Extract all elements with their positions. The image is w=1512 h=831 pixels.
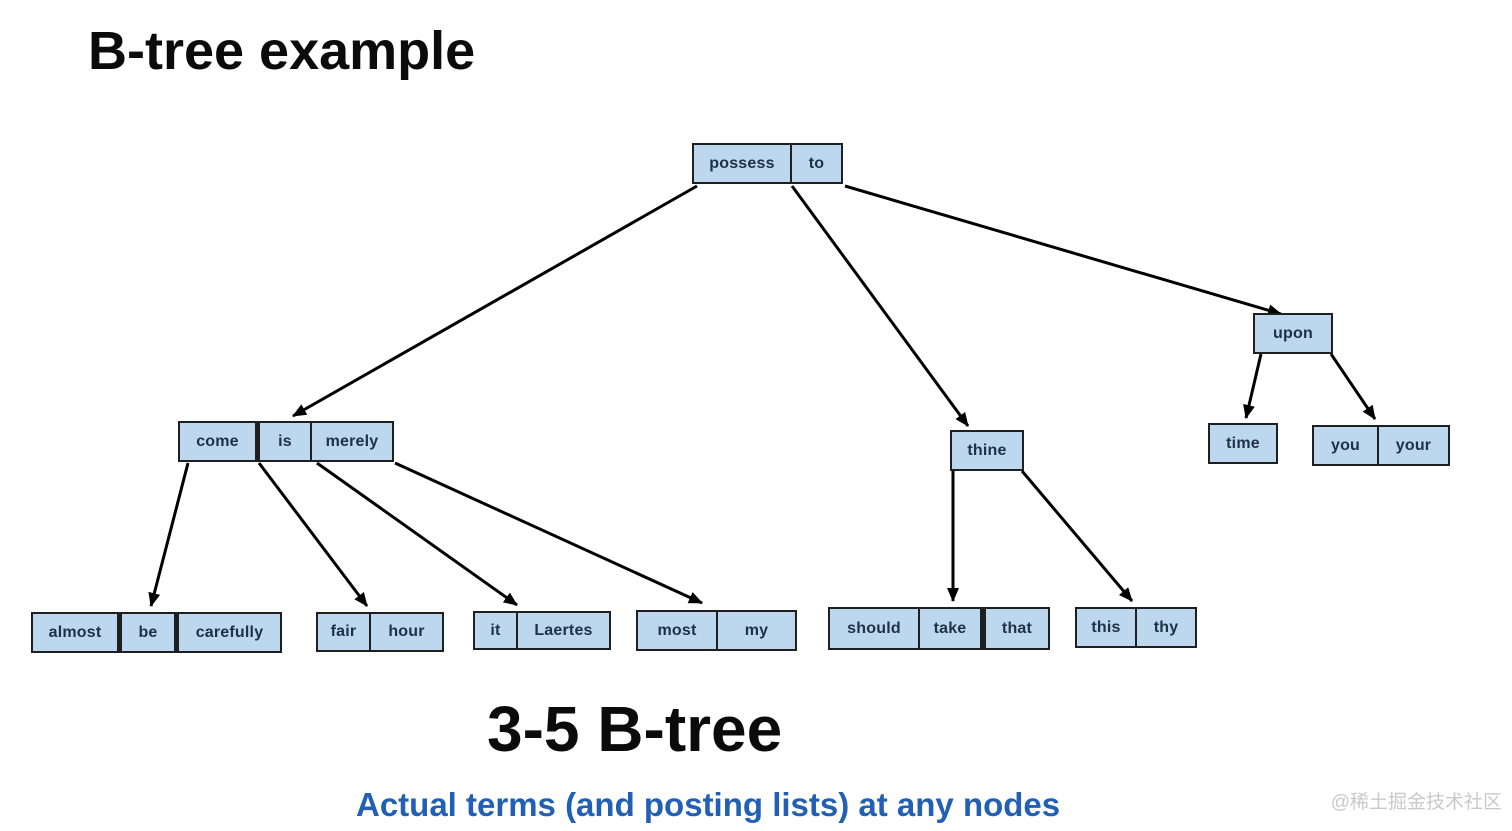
- node-it-laertes: it Laertes: [473, 611, 611, 650]
- key-cell: merely: [310, 423, 392, 460]
- node-almost-be-carefully: almost be carefully: [31, 612, 282, 653]
- edge-upon-to-time: [1243, 353, 1263, 419]
- node-fair-hour: fair hour: [316, 612, 444, 652]
- key-cell: to: [790, 145, 841, 182]
- key-cell: come: [196, 432, 239, 450]
- key-cell: this: [1091, 618, 1121, 636]
- node-most-my: most my: [636, 610, 797, 651]
- key-cell: you: [1330, 436, 1361, 454]
- edge-come-to-fair: [257, 462, 369, 607]
- key-cell: time: [1226, 434, 1260, 452]
- caption-subheading: Actual terms (and posting lists) at any …: [356, 786, 1061, 823]
- node-come-is-merely: come is merely: [178, 421, 394, 462]
- key-cell: should: [847, 619, 901, 637]
- key-cell: carefully: [174, 614, 280, 651]
- key-cell: take: [918, 609, 980, 648]
- node-you-your: you your: [1312, 425, 1450, 466]
- key-cell: that: [980, 609, 1048, 648]
- caption-heading: 3-5 B-tree: [487, 693, 783, 765]
- key-cell: hour: [369, 614, 442, 650]
- edge-come-to-almost: [148, 462, 190, 607]
- key-cell: thy: [1135, 609, 1195, 646]
- node-upon: upon: [1253, 313, 1333, 354]
- key-cell: Laertes: [516, 613, 609, 648]
- key-cell: my: [716, 612, 795, 649]
- node-should-take-that: should take that: [828, 607, 1050, 650]
- edge-root-to-come: [292, 184, 698, 418]
- watermark: @稀土掘金技术社区: [1330, 792, 1502, 813]
- key-cell: your: [1377, 427, 1448, 464]
- key-cell: be: [117, 614, 174, 651]
- key-cell: possess: [709, 154, 775, 172]
- edge-upon-to-you: [1329, 353, 1377, 420]
- edge-come-to-most: [394, 461, 703, 605]
- key-cell: thine: [967, 441, 1007, 459]
- edge-come-to-it: [316, 461, 518, 607]
- edge-thine-to-this: [1020, 470, 1134, 602]
- page-title: B-tree example: [88, 21, 476, 81]
- edge-root-to-thine: [790, 185, 970, 427]
- key-cell: almost: [48, 623, 102, 641]
- key-cell: it: [490, 621, 501, 639]
- key-cell: is: [255, 423, 310, 460]
- key-cell: most: [657, 621, 697, 639]
- key-cell: fair: [330, 623, 357, 640]
- node-thine: thine: [950, 430, 1024, 471]
- node-this-thy: this thy: [1075, 607, 1197, 648]
- key-cell: upon: [1273, 324, 1313, 342]
- node-time: time: [1208, 423, 1278, 464]
- edge-root-to-upon: [844, 184, 1282, 317]
- node-possess-to: possess to: [692, 143, 843, 184]
